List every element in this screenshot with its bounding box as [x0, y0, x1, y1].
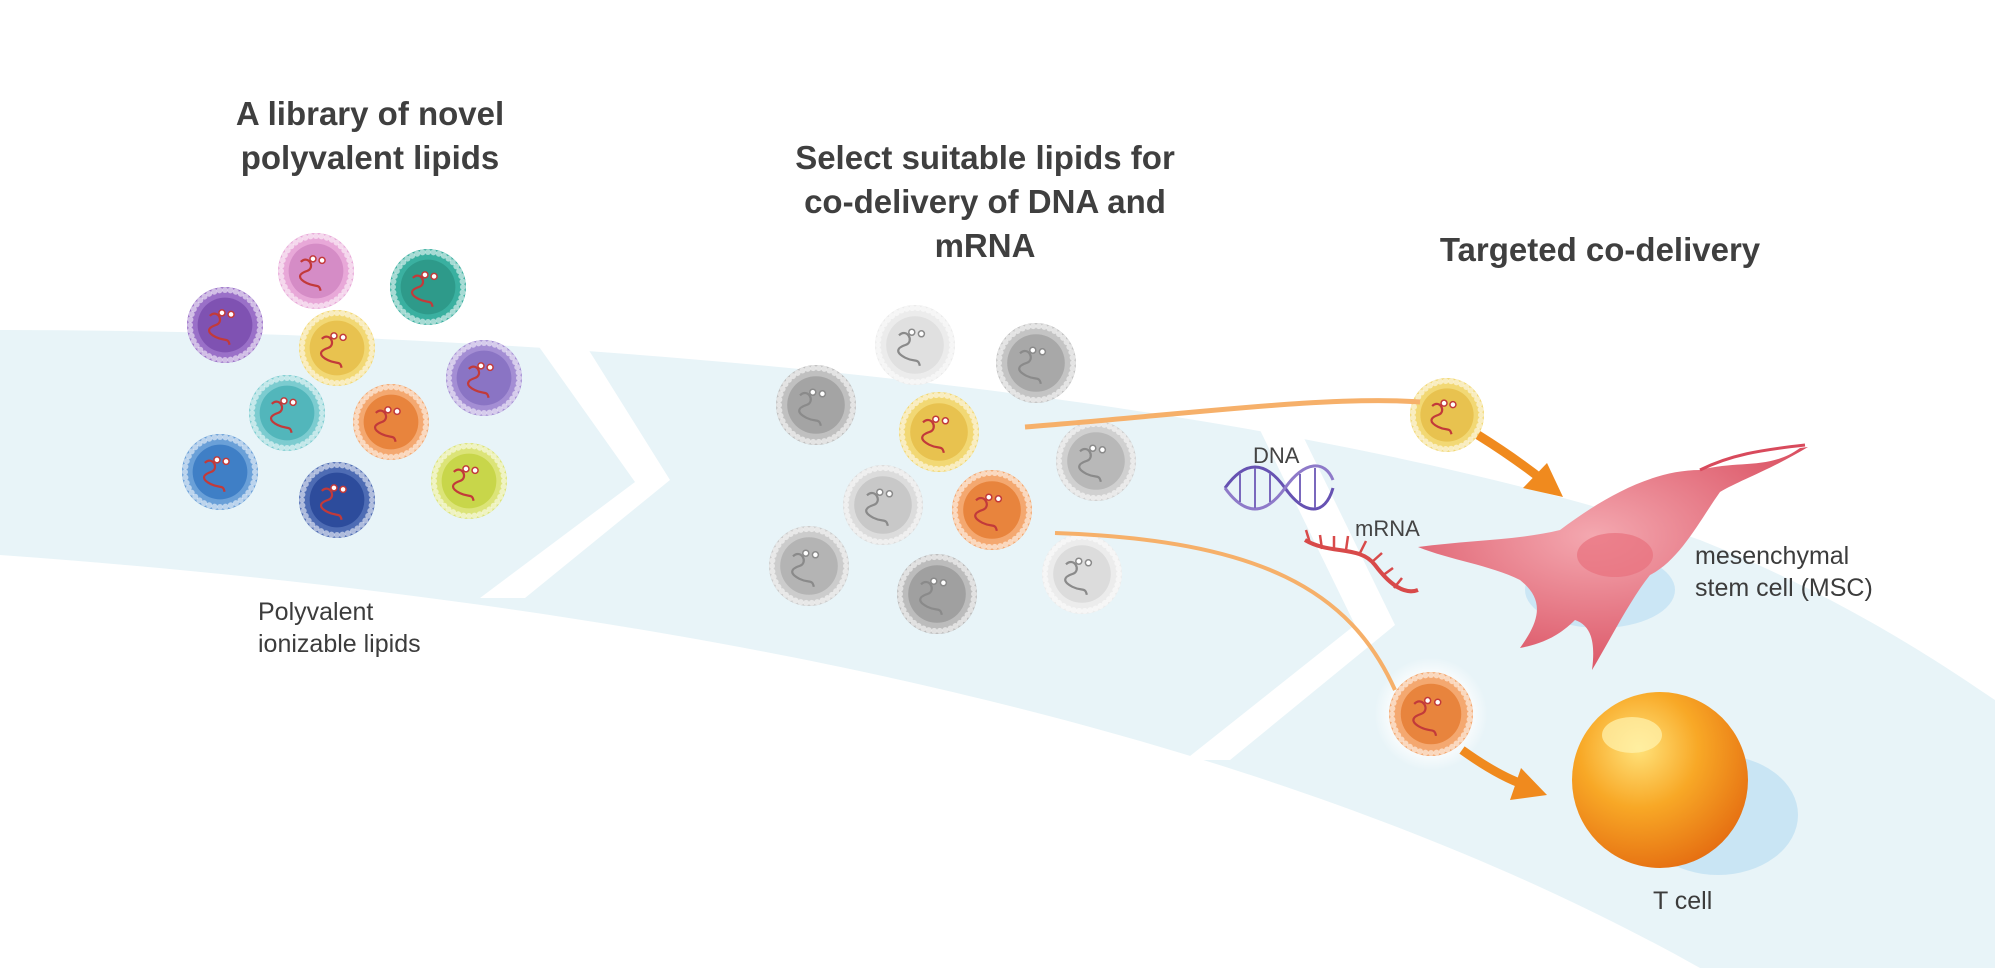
- polyvalent-lipids-label: Polyvalent ionizable lipids: [258, 598, 421, 658]
- library-lipid-particle: [278, 233, 354, 309]
- selection-heading: Select suitable lipids for co-delivery o…: [795, 139, 1175, 264]
- library-heading: A library of novel polyvalent lipids: [235, 95, 505, 176]
- screened-lipid-particle: [769, 526, 849, 606]
- screened-lipid-particle: [897, 554, 977, 634]
- chevron-separator-2: [1185, 430, 1395, 760]
- delivery-curve-upper: [1024, 398, 1421, 430]
- selection-particle-cluster: [769, 305, 1497, 771]
- library-lipid-particle: [353, 384, 429, 460]
- screened-lipid-particle: [875, 305, 955, 385]
- delivered-lipid-particle-tcell: [1374, 657, 1488, 771]
- delivered-lipid-particle-msc: [1397, 365, 1497, 465]
- screened-lipid-particle: [996, 323, 1076, 403]
- tcell-icon: [1572, 692, 1798, 875]
- selected-lipid-particle: [952, 470, 1032, 550]
- library-lipid-particle: [182, 434, 258, 510]
- selected-lipid-particle: [899, 392, 979, 472]
- arrow-to-msc-head: [1523, 463, 1563, 497]
- library-lipid-particle: [299, 310, 375, 386]
- dna-helix-icon: [1223, 464, 1335, 511]
- delivery-curve-lower: [1054, 531, 1397, 691]
- screened-lipid-particle: [843, 465, 923, 545]
- library-lipid-particle: [299, 462, 375, 538]
- screened-lipid-particle: [1056, 421, 1136, 501]
- arrow-to-msc: [1475, 431, 1548, 486]
- targeted-delivery-heading: Targeted co-delivery: [1439, 231, 1761, 268]
- chevron-separator-1: [480, 320, 670, 598]
- arrow-to-tcell-head: [1510, 768, 1547, 800]
- library-particle-cluster: [182, 233, 522, 538]
- library-lipid-particle: [187, 287, 263, 363]
- tcell-label: T cell: [1653, 887, 1713, 915]
- screened-lipid-particle: [1042, 534, 1122, 614]
- msc-label: mesenchymal stem cell (MSC): [1695, 542, 1873, 602]
- mrna-strand-icon: [1303, 529, 1419, 594]
- screened-lipid-particle: [776, 365, 856, 445]
- library-lipid-particle: [431, 443, 507, 519]
- dna-label: DNA: [1253, 443, 1300, 468]
- library-lipid-particle: [446, 340, 522, 416]
- msc-cell-icon: [1418, 443, 1808, 670]
- library-lipid-particle: [390, 249, 466, 325]
- library-lipid-particle: [249, 375, 325, 451]
- mrna-label: mRNA: [1355, 516, 1420, 541]
